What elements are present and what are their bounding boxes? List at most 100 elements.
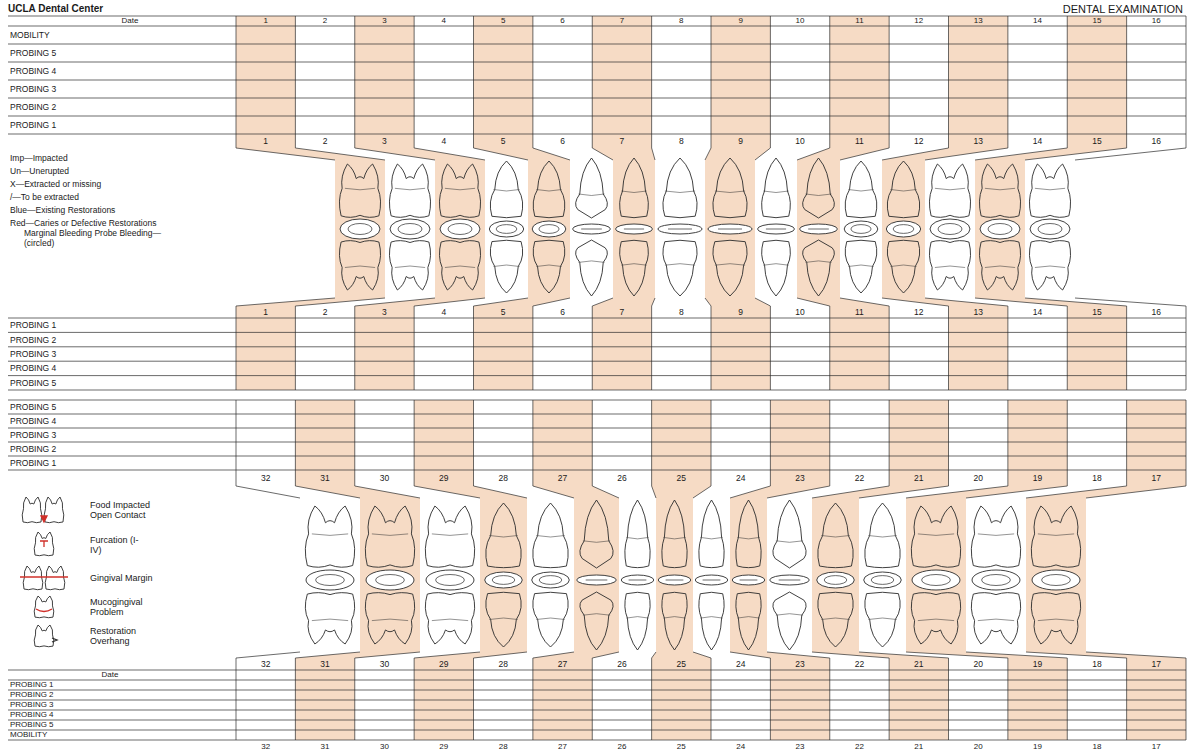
column-line [1026, 400, 1127, 740]
tooth-side-view [533, 592, 568, 647]
tooth-side-view [803, 240, 835, 296]
tooth-number: 17 [1152, 660, 1161, 669]
row-line [8, 375, 1186, 376]
tooth-cej-line [663, 617, 685, 619]
occlusal-view [864, 572, 902, 588]
column-line [533, 400, 574, 740]
tooth-side-view [818, 592, 853, 647]
tooth-outline [1031, 506, 1080, 567]
tooth-number: 18 [1092, 660, 1101, 669]
occlusal-outline [912, 570, 960, 590]
tooth-number: 14 [1033, 137, 1042, 146]
occlusal-inner [398, 224, 422, 235]
tooth-cej-line [536, 618, 564, 620]
occlusal-outline [864, 572, 902, 588]
row-line [8, 116, 1186, 117]
column-shade [797, 16, 889, 390]
tooth-cej-line [700, 617, 722, 619]
row-label: MOBILITY [10, 731, 47, 739]
row-label: PROBING 5 [10, 49, 56, 58]
tooth-cej-line [432, 534, 468, 536]
column-shade [975, 16, 1127, 390]
icon-mark [36, 609, 52, 612]
tooth-number: 21 [914, 660, 923, 669]
column-shade [652, 400, 711, 740]
occlusal-view [1032, 570, 1080, 590]
occlusal-inner [1042, 575, 1071, 586]
tooth-cej-line [312, 534, 348, 536]
column-line [975, 16, 1067, 390]
occlusal-outline [800, 224, 838, 234]
occlusal-inner [348, 224, 372, 235]
row-line [8, 414, 1186, 415]
tooth-outline [699, 500, 724, 568]
tooth-number: 13 [973, 137, 982, 146]
column-line [236, 16, 335, 390]
tooth-outline [845, 240, 877, 293]
occlusal-outline [817, 572, 855, 588]
tooth-cej-line [536, 536, 564, 538]
legend-icon [34, 596, 54, 618]
tooth-outline [533, 240, 565, 293]
tooth-outline [971, 506, 1020, 567]
row-line [8, 680, 1186, 681]
center-name: UCLA Dental Center [8, 4, 103, 14]
occlusal-inner [982, 575, 1011, 586]
row-label: MOBILITY [10, 31, 50, 40]
row-line [8, 16, 1186, 17]
row-line [8, 400, 1186, 401]
tooth-outline [365, 506, 414, 567]
row-line [8, 346, 1186, 347]
legend-note: Blue—Existing Restorations [10, 206, 115, 215]
column-shading [236, 16, 1186, 740]
column-line [840, 16, 889, 390]
tooth-side-view [663, 158, 697, 218]
tooth-outline [736, 592, 761, 650]
tooth-outline [929, 164, 970, 217]
tooth-outline [1031, 593, 1080, 644]
tooth-side-view [533, 240, 565, 293]
tooth-outline [773, 500, 806, 568]
tooth-side-view [576, 158, 608, 218]
tooth-cej-line [626, 537, 648, 539]
tooth-outline [762, 158, 791, 218]
tooth-side-view [736, 500, 761, 568]
tooth-number: 23 [795, 660, 804, 669]
tooth-outline [663, 240, 697, 296]
column-shade [474, 16, 571, 390]
column-line [474, 16, 529, 390]
tooth-outline [818, 592, 853, 647]
tooth-side-view [576, 240, 608, 296]
tooth-number: 15 [1092, 17, 1101, 25]
tooth-outline [533, 161, 565, 218]
tooth-outline [490, 161, 522, 218]
tooth-number: 9 [738, 17, 742, 25]
tooth-outline [625, 500, 650, 568]
occlusal-outline [573, 224, 611, 234]
tooth-outline [818, 503, 853, 568]
row-line [8, 470, 1186, 471]
column-line [236, 400, 300, 740]
tooth-side-view [365, 593, 414, 644]
tooth-cej-line [868, 536, 896, 538]
tooth-side-view [620, 158, 649, 218]
row-label: PROBING 5 [10, 721, 54, 729]
column-line [1025, 16, 1127, 390]
tooth-outline [713, 240, 747, 296]
legend-text: Gingival Margin [90, 573, 200, 583]
occlusal-view [577, 575, 617, 585]
tooth-number: 16 [1152, 17, 1161, 25]
occlusal-inner [448, 224, 472, 235]
tooth-outline [339, 241, 380, 290]
tooth-outline [490, 240, 522, 293]
tooth-side-view [773, 500, 806, 568]
occlusal-outline [732, 575, 765, 585]
tooth-number: 10 [795, 308, 804, 317]
tooth-outline [625, 592, 650, 650]
row-line [8, 98, 1186, 99]
occlusal-outline [306, 570, 354, 590]
occlusal-outline [980, 219, 1020, 239]
legend-icon [22, 497, 64, 523]
tooth-cej-line [395, 266, 425, 268]
tooth-side-view [1031, 506, 1080, 567]
